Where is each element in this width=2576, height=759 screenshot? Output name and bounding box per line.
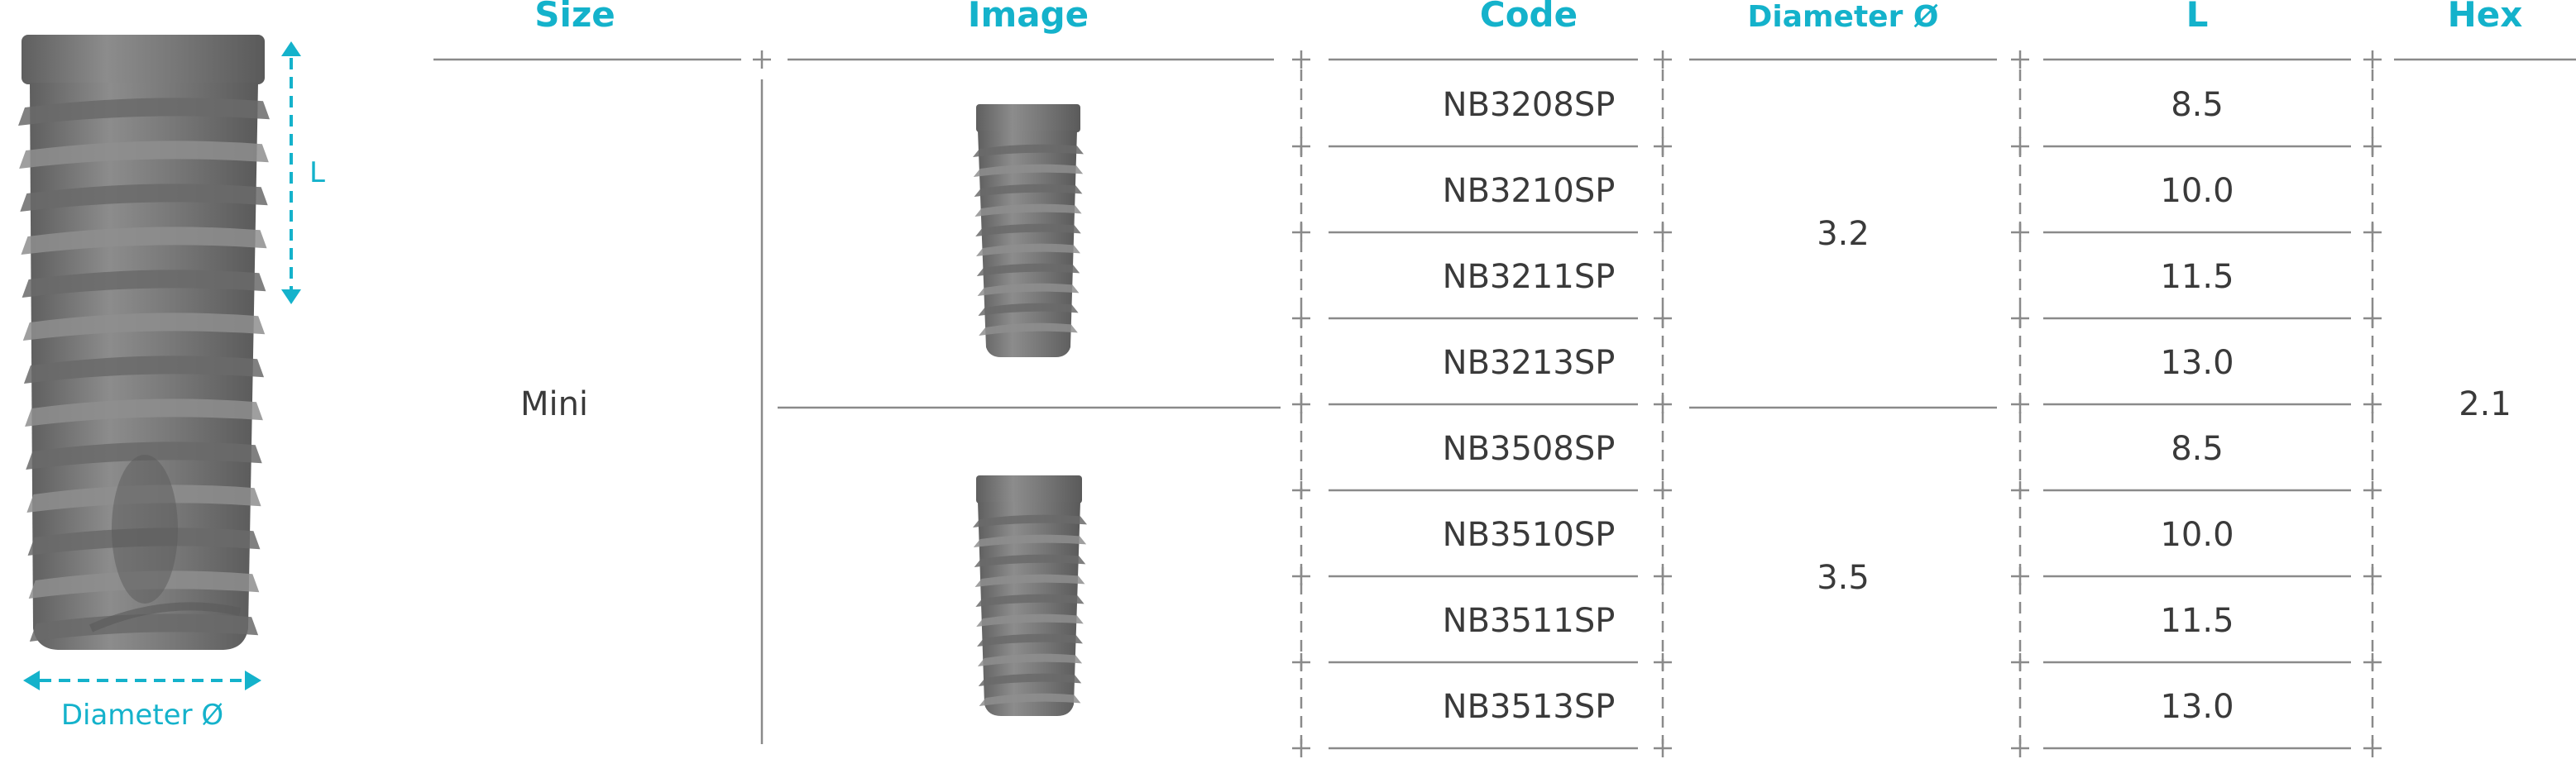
code-cell: NB3513SP [1443,688,1616,726]
code-cell: NB3210SP [1443,172,1616,210]
header-diameter: Diameter Ø [1748,0,1939,34]
header-length: L [2186,0,2209,35]
diameter-cell: 3.5 [1817,559,1870,597]
hex-cell: 2.1 [2459,385,2511,423]
length-cell: 8.5 [2171,86,2224,124]
header-code: Code [1480,0,1578,35]
length-cell: 11.5 [2160,602,2234,640]
code-cell: NB3213SP [1443,344,1616,382]
length-cell: 10.0 [2160,516,2234,554]
length-cell: 11.5 [2160,258,2234,296]
code-cell: NB3508SP [1443,430,1616,468]
length-dimension: L [281,41,325,304]
table-header: Size Image Code Diameter Ø L Hex [534,0,2522,35]
implant-thumbnail-3.5 [973,475,1087,716]
header-image: Image [968,0,1089,35]
header-hex: Hex [2448,0,2523,35]
code-cell: NB3211SP [1443,258,1616,296]
diameter-label: Diameter Ø [61,699,223,732]
size-cell: Mini [520,385,588,423]
implant-figure-large [18,35,270,650]
length-cell: 8.5 [2171,430,2224,468]
code-cell: NB3511SP [1443,602,1616,640]
length-cell: 10.0 [2160,172,2234,210]
diameter-dimension: Diameter Ø [23,671,261,732]
length-cell: 13.0 [2160,344,2234,382]
length-cell: 13.0 [2160,688,2234,726]
implant-thumbnail-3.2 [973,104,1084,357]
code-cell: NB3510SP [1443,516,1616,554]
row-rules [1329,145,2351,750]
length-label: L [309,156,325,189]
code-cell: NB3208SP [1443,86,1616,124]
column-dividers [760,69,2374,744]
diameter-cell: 3.2 [1817,215,1870,253]
header-size: Size [534,0,615,35]
plus-markers [753,50,2382,757]
